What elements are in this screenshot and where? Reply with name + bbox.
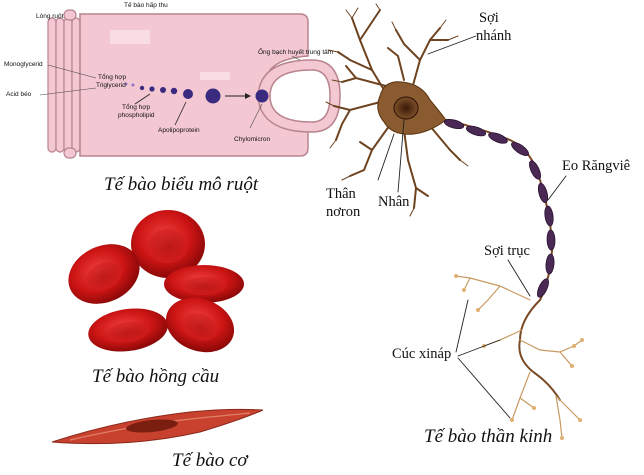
caption-neuron: Tế bào thần kinh (424, 426, 553, 447)
neuron-nucleus (393, 96, 419, 120)
label-synth-phospholipid-2: phospholipid (118, 112, 155, 119)
rbc-cell (165, 297, 235, 353)
label-node-of-ranvier: Eo Răngviê (562, 158, 631, 174)
axon-terminals (455, 275, 583, 439)
label-axon: Sợi trục (484, 243, 530, 259)
label-dendrite-line1: Sợi (479, 10, 499, 26)
caption-red-blood-cell: Tế bào hồng cầu (92, 366, 220, 387)
label-villi: Lòng ruột (36, 13, 64, 20)
label-monoglycerid: Monoglycerid (4, 61, 43, 68)
neuron-diagram (325, 3, 584, 440)
label-chylomicron: Chylomicron (234, 136, 271, 143)
label-soma-line2: nơron (326, 204, 361, 220)
dendrites (333, 9, 461, 209)
label-absorptive-cell: Tế bào hấp thu (124, 2, 168, 9)
label-synth-triglycerid-1: Tổng hợp (98, 74, 127, 81)
rbc-cell (68, 244, 140, 304)
myelin-sheaths (443, 118, 556, 298)
lipid-droplets (139, 85, 269, 104)
label-synaptic-bouton: Cúc xináp (392, 346, 452, 362)
muscle-nucleus (126, 419, 178, 433)
intestinal-cell-diagram (39, 9, 341, 159)
rbc-cell (131, 210, 205, 278)
label-nucleus: Nhân (378, 194, 410, 210)
muscle-cell (51, 408, 264, 445)
label-dendrite-line2: nhánh (476, 28, 512, 44)
label-apolipoprotein: Apolipoprotein (158, 127, 200, 134)
label-synth-triglycerid-2: Triglycerid (96, 82, 126, 89)
label-synth-phospholipid-1: Tổng hợp (122, 104, 151, 111)
label-soma-line1: Thân (326, 186, 356, 202)
microvilli (47, 17, 81, 153)
label-lymph-duct: Ống bạch huyết trung tâm (258, 49, 334, 56)
caption-muscle-cell: Tế bào cơ (172, 450, 248, 471)
pointer-lines (377, 35, 567, 419)
caption-intestinal-cell: Tế bào biểu mô ruột (104, 174, 259, 195)
lymph-duct (257, 59, 341, 133)
rbc-cell (164, 265, 244, 303)
label-fatty-acid: Acid béo (6, 91, 32, 98)
red-blood-cells (68, 210, 244, 353)
rbc-cell (88, 308, 168, 352)
